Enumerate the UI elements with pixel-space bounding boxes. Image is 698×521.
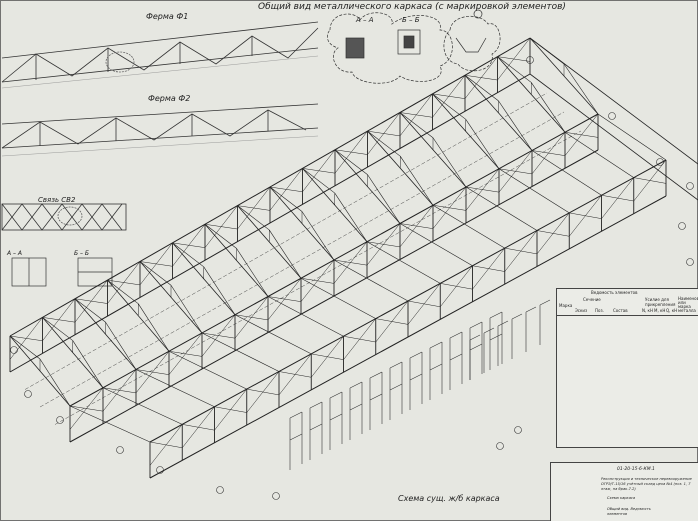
element-table-caption: Ведомость элементов (591, 290, 638, 295)
drawing-code: 01-20-15-6-КМ.1 (617, 467, 655, 472)
title-block: 01-20-15-6-КМ.1 Реконструкция и техничес… (550, 462, 698, 521)
section-aa-small-title: А – А (7, 250, 23, 257)
table-header-section: Сечение (583, 297, 601, 302)
bracing-title: Связь СВ2 (38, 196, 76, 204)
sheet-name: Схема каркаса (607, 496, 636, 500)
table-subheader-sketch: Эскиз (575, 308, 588, 313)
truss-f1-title: Ферма Ф1 (146, 12, 189, 21)
table-header-mark: Марка (559, 303, 573, 308)
project-name: Реконструкция и техническое перевооружен… (601, 477, 692, 491)
table-header-force: Усилие для прикрепления (645, 297, 676, 307)
concrete-frame-scheme (289, 299, 551, 470)
table-subheader-q: Q, кН (666, 308, 678, 313)
table-subheader-m: M, кН (654, 308, 666, 313)
element-table-header: Марка Сечение Усилие для прикрепления На… (557, 297, 698, 316)
small-sections (11, 257, 113, 287)
section-bb-small-title: Б – Б (74, 250, 90, 257)
axis-bubbles (10, 56, 694, 500)
table-subheader-composition: Состав (613, 308, 628, 313)
section-clouds (326, 9, 501, 84)
bracing-sv2-drawing (1, 203, 127, 231)
table-subheader-n: N, кН (642, 308, 653, 313)
concrete-scheme-title: Схема сущ. ж/б каркаса (398, 494, 500, 503)
steel-frame-isometric (9, 37, 698, 479)
truss-f1-drawing (1, 21, 319, 89)
table-subheader-pos: Поз. (595, 308, 604, 313)
sheet-contents: Общий вид. Ведомость элементов (607, 507, 651, 516)
main-title: Общий вид металлического каркаса (с марк… (258, 2, 566, 12)
truss-f2-drawing (1, 103, 319, 157)
truss-f2-title: Ферма Ф2 (148, 94, 191, 103)
element-table: Ведомость элементов Марка Сечение Усилие… (556, 288, 698, 448)
table-header-material: Наименование или марка металла (678, 296, 698, 313)
section-bb-title: Б – Б (402, 16, 420, 24)
section-aa-title: А – А (356, 16, 374, 24)
